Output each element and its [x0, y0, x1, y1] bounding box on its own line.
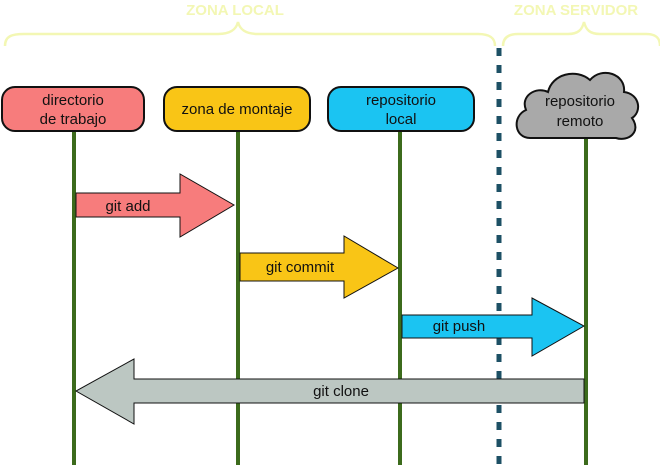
arrow-git-push-label: git push — [433, 318, 486, 335]
arrow-git-clone-label: git clone — [313, 383, 369, 400]
arrow-git-commit-label: git commit — [266, 259, 335, 276]
node-remote-repo-line1: repositorio — [545, 93, 615, 110]
local-zone-brace — [3, 21, 497, 47]
node-staging — [163, 86, 311, 132]
zone-server-label: ZONA SERVIDOR — [514, 2, 638, 19]
arrow-git-clone — [74, 358, 585, 425]
node-working-dir-line1: directorio — [42, 92, 104, 109]
node-local-repo-line1: repositorio — [366, 92, 436, 109]
node-local-repo-line2: local — [386, 111, 417, 128]
node-working-dir — [1, 86, 145, 132]
node-working-dir-line2: de trabajo — [40, 111, 107, 128]
zone-local-label: ZONA LOCAL — [186, 2, 284, 19]
node-remote-repo-line2: remoto — [557, 113, 604, 130]
arrow-git-commit — [239, 235, 400, 299]
node-local-repo — [327, 86, 475, 132]
arrow-git-add-label: git add — [105, 198, 150, 215]
arrow-git-add — [75, 173, 235, 238]
node-staging-label: zona de montaje — [182, 101, 293, 118]
server-zone-brace — [501, 21, 660, 47]
node-remote-repo-cloud — [515, 71, 640, 140]
arrow-git-push — [401, 297, 586, 357]
